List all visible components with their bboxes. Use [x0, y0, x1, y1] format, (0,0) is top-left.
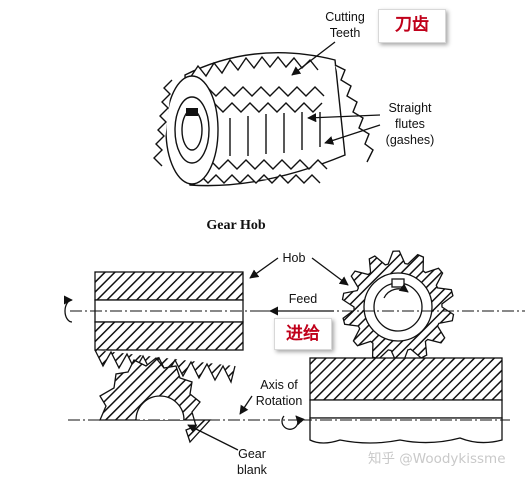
gear-blank-arrow	[187, 424, 239, 451]
cutting-teeth-arrow	[291, 41, 336, 76]
label-flutes: flutes	[395, 117, 425, 131]
hob-teeth	[189, 55, 328, 184]
hob-side-view	[94, 271, 244, 384]
label-rotation: Rotation	[256, 394, 303, 408]
label-gear: Gear	[238, 447, 266, 461]
gear-blank-side-view	[309, 357, 503, 444]
hob-arrow-right	[311, 257, 349, 286]
gear-hob-illustration	[153, 52, 374, 187]
axis-arrow	[239, 395, 253, 415]
label-axis-of: Axis of	[260, 378, 298, 392]
label-gashes: (gashes)	[386, 133, 435, 147]
label-blank: blank	[237, 463, 268, 477]
label-teeth: Teeth	[330, 26, 361, 40]
hob-end-view	[341, 250, 455, 364]
diagram-title: Gear Hob	[206, 218, 265, 233]
gear-blank-front-view	[99, 357, 212, 444]
cn-cutting-teeth-box: 刀齿	[378, 9, 446, 43]
flutes-arrow-1	[307, 113, 381, 123]
label-hob: Hob	[283, 251, 306, 265]
label-cutting: Cutting	[325, 10, 365, 24]
flutes-arrow-2	[324, 124, 381, 145]
label-straight: Straight	[388, 101, 432, 115]
blank-rotation-arrow	[281, 415, 305, 430]
hob-rotation-arrow	[63, 295, 73, 323]
watermark-text: 知乎 @Woodykissme	[368, 451, 506, 467]
cn-feed-box: 进给	[274, 318, 332, 350]
label-feed: Feed	[289, 292, 318, 306]
hob-arrow-left	[249, 257, 279, 279]
